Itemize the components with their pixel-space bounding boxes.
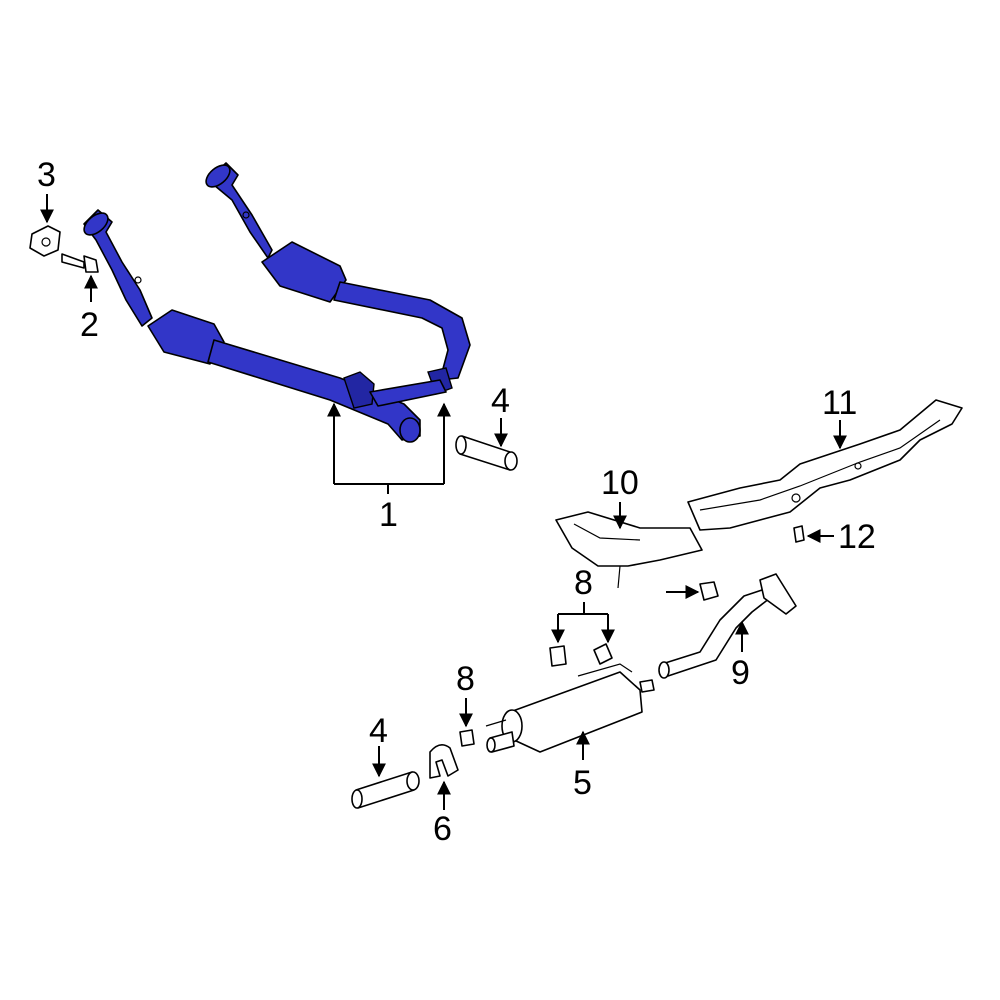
- tailpipe-part[interactable]: [658, 573, 797, 679]
- callout-8-upper: 8: [574, 564, 593, 602]
- callout-6: 6: [433, 810, 452, 848]
- callout-4-upper: 4: [491, 382, 510, 420]
- insulator-pair-left[interactable]: [549, 645, 567, 667]
- bolt-part[interactable]: [61, 253, 99, 273]
- callout-8-lower: 8: [456, 660, 475, 698]
- callout-2: 2: [80, 306, 99, 344]
- callout-4-lower: 4: [369, 712, 388, 750]
- fastener-part[interactable]: [793, 525, 805, 543]
- callout-11: 11: [822, 384, 857, 422]
- callout-10: 10: [601, 464, 639, 502]
- callout-labels: 1 2 3 4 4 5 6 8 8 9 10 11 12: [37, 156, 876, 848]
- insulator-pair-right[interactable]: [593, 643, 613, 665]
- callout-1: 1: [379, 496, 398, 534]
- converter-pipe-assembly[interactable]: [80, 161, 471, 443]
- nut-part[interactable]: [29, 225, 61, 257]
- callout-3: 3: [37, 156, 56, 194]
- callout-12: 12: [838, 518, 876, 556]
- leader-lines: [40, 194, 847, 810]
- callout-5: 5: [573, 764, 592, 802]
- insulator-small[interactable]: [459, 729, 475, 747]
- coupling-sleeve-upper[interactable]: [455, 435, 518, 471]
- coupling-sleeve-lower[interactable]: [351, 771, 420, 809]
- muffler-part[interactable]: [485, 663, 655, 753]
- callout-9: 9: [731, 654, 750, 692]
- u-clamp-part[interactable]: [429, 744, 459, 779]
- heat-shield-large[interactable]: [687, 399, 963, 531]
